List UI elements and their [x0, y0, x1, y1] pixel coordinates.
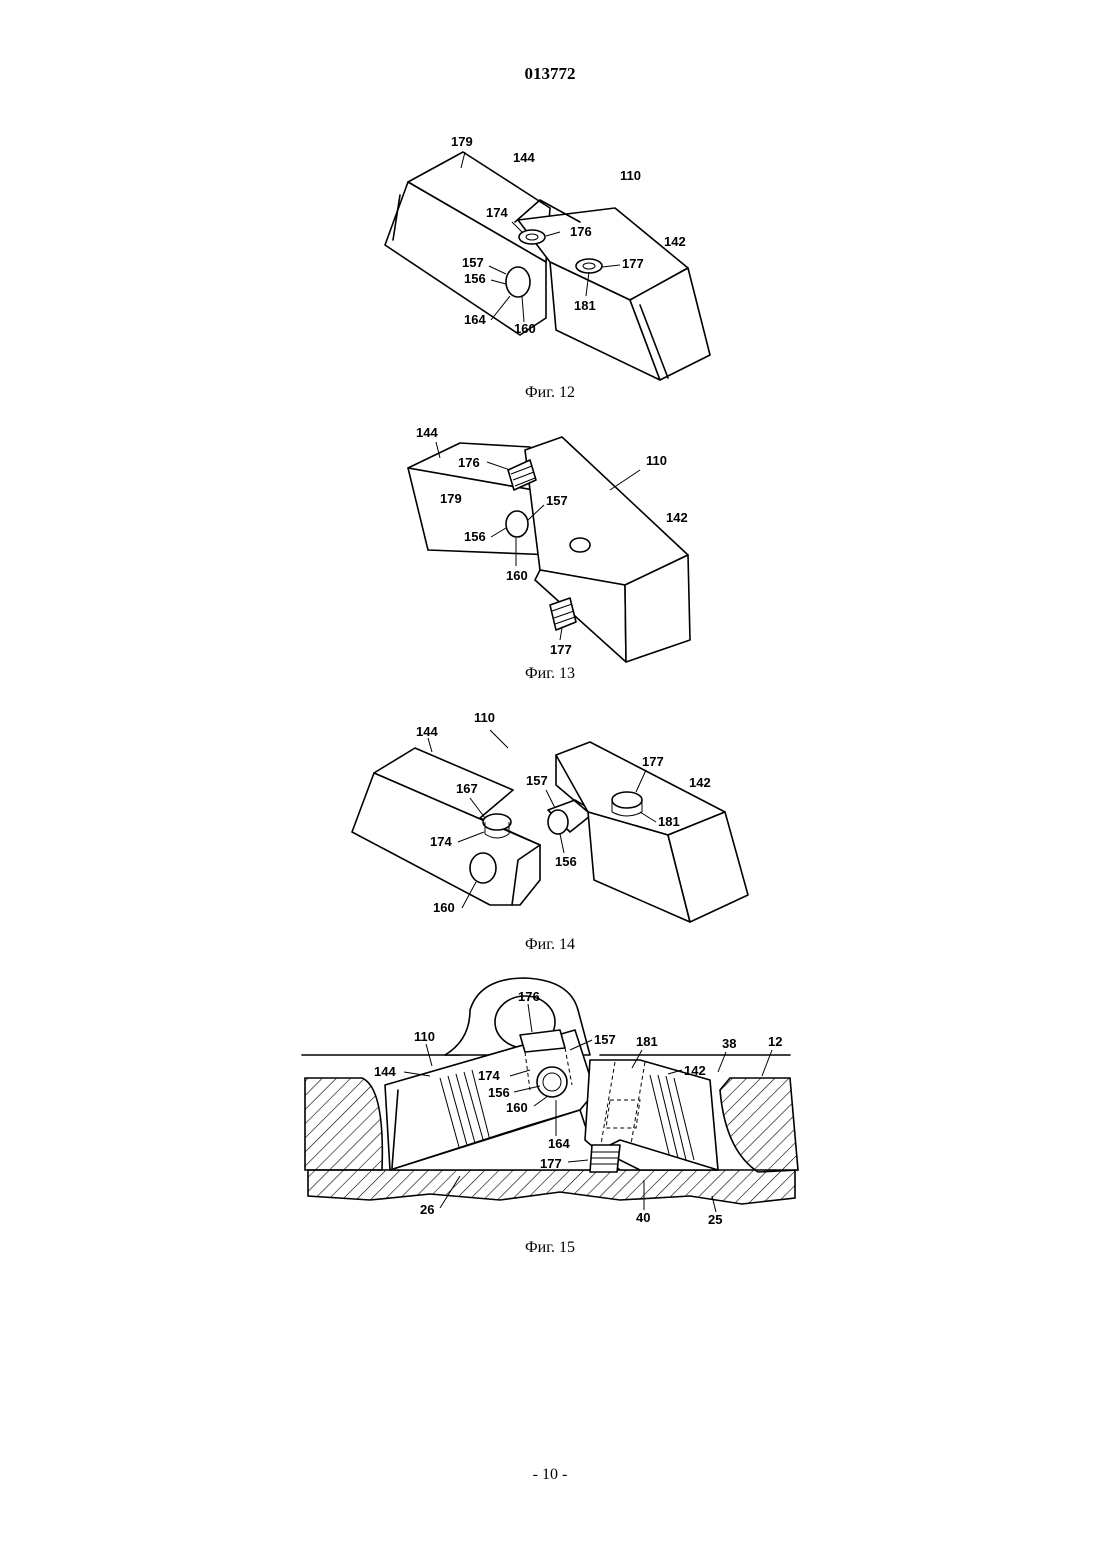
label-167: 167 — [456, 781, 478, 796]
page-number: - 10 - — [0, 1466, 1100, 1484]
wall-right-hatched — [720, 1078, 798, 1172]
label-157: 157 — [526, 773, 548, 788]
label-177: 177 — [540, 1156, 562, 1171]
figure-13-caption: Фиг. 13 — [0, 665, 1100, 683]
screw-174-head — [519, 230, 545, 244]
label-181: 181 — [658, 814, 680, 829]
pin-hole-156 — [506, 267, 530, 297]
base-hatched — [308, 1170, 795, 1204]
label-142: 142 — [664, 234, 686, 249]
label-142: 142 — [666, 510, 688, 525]
screw-hole-142 — [570, 538, 590, 552]
figure-13-drawing: 144 176 110 179 157 142 156 160 177 — [0, 420, 1100, 675]
label-164: 164 — [464, 312, 486, 327]
label-160: 160 — [514, 321, 536, 336]
label-174: 174 — [430, 834, 452, 849]
label-160: 160 — [433, 900, 455, 915]
label-25: 25 — [708, 1212, 722, 1227]
label-160: 160 — [506, 568, 528, 583]
label-144: 144 — [513, 150, 535, 165]
figure-14-drawing: 110 144 177 142 167 157 174 181 156 160 — [0, 700, 1100, 935]
label-144: 144 — [416, 425, 438, 440]
label-156: 156 — [488, 1085, 510, 1100]
label-26: 26 — [420, 1202, 434, 1217]
pin-hole-156 — [506, 511, 528, 537]
label-40: 40 — [636, 1210, 650, 1225]
label-174: 174 — [478, 1068, 500, 1083]
screw-177-head — [576, 259, 602, 273]
label-176: 176 — [458, 455, 480, 470]
label-156: 156 — [464, 529, 486, 544]
label-181: 181 — [574, 298, 596, 313]
label-144: 144 — [416, 724, 438, 739]
label-179: 179 — [451, 134, 473, 149]
screw-177-head — [612, 792, 642, 808]
label-156: 156 — [464, 271, 486, 286]
document-number: 013772 — [0, 64, 1100, 84]
pin-157-end — [548, 810, 568, 834]
figure-12-caption: Фиг. 12 — [0, 384, 1100, 402]
label-157: 157 — [546, 493, 568, 508]
label-110: 110 — [414, 1029, 435, 1044]
label-181: 181 — [636, 1034, 658, 1049]
label-176: 176 — [570, 224, 592, 239]
pin-hole-160 — [470, 853, 496, 883]
label-177: 177 — [642, 754, 664, 769]
screw-174-head — [483, 814, 511, 830]
label-110: 110 — [474, 710, 495, 725]
label-110: 110 — [620, 168, 641, 183]
label-176: 176 — [518, 989, 540, 1004]
pin-156 — [537, 1067, 567, 1097]
label-144: 144 — [374, 1064, 396, 1079]
label-110: 110 — [646, 453, 667, 468]
label-160: 160 — [506, 1100, 528, 1115]
label-179: 179 — [440, 491, 462, 506]
label-174: 174 — [486, 205, 508, 220]
label-164: 164 — [548, 1136, 570, 1151]
figure-12-drawing: 179 144 110 174 176 142 157 156 177 181 … — [0, 120, 1100, 390]
figure-15-drawing: 176 110 157 181 38 12 144 174 142 156 16… — [0, 975, 1100, 1235]
label-142: 142 — [684, 1063, 706, 1078]
figure-15-caption: Фиг. 15 — [0, 1239, 1100, 1257]
label-157: 157 — [462, 255, 484, 270]
label-177: 177 — [550, 642, 572, 657]
label-177: 177 — [622, 256, 644, 271]
label-12: 12 — [768, 1034, 782, 1049]
block-142-front-face — [535, 570, 626, 662]
label-156: 156 — [555, 854, 577, 869]
label-157: 157 — [594, 1032, 616, 1047]
label-142: 142 — [689, 775, 711, 790]
label-38: 38 — [722, 1036, 736, 1051]
wall-left-hatched — [305, 1078, 382, 1170]
figure-14-caption: Фиг. 14 — [0, 936, 1100, 954]
